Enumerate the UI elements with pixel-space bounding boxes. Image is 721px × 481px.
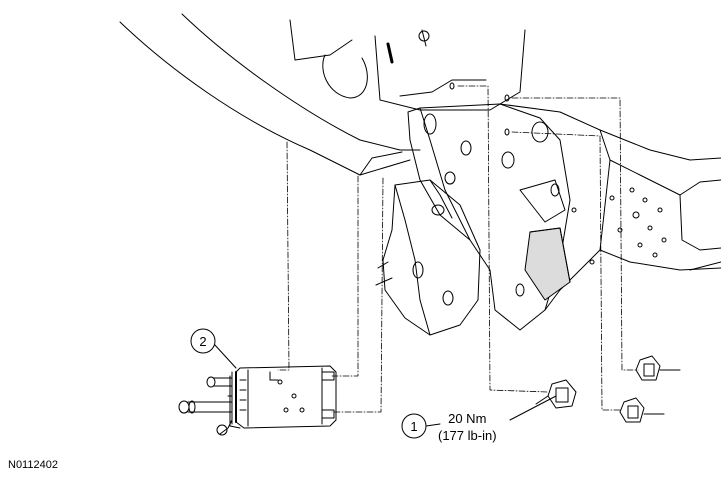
clip-nut-upper bbox=[635, 355, 681, 381]
right-frame-section bbox=[571, 129, 721, 271]
fluid-cooler bbox=[178, 365, 337, 436]
frame-rail bbox=[119, 13, 421, 176]
callout-2: 2 bbox=[190, 328, 216, 354]
torque-value-metric: 20 Nm bbox=[448, 411, 487, 426]
clip-nut-lower bbox=[619, 397, 665, 423]
callout-1: 1 bbox=[401, 413, 427, 439]
callout-1-number: 1 bbox=[410, 419, 417, 434]
lower-bracket bbox=[375, 179, 481, 336]
callout-leaders bbox=[213, 343, 557, 427]
torque-nut bbox=[535, 379, 577, 409]
alignment-lines bbox=[277, 85, 639, 413]
torque-value-imperial: (177 lb-in) bbox=[438, 428, 497, 443]
upper-bracket bbox=[289, 19, 526, 111]
callout-2-number: 2 bbox=[199, 334, 206, 349]
torque-spec: 20 Nm (177 lb-in) bbox=[438, 410, 497, 444]
fastener-holes bbox=[449, 82, 510, 136]
figure-id: N0112402 bbox=[8, 459, 58, 471]
mounting-plate bbox=[407, 103, 611, 331]
